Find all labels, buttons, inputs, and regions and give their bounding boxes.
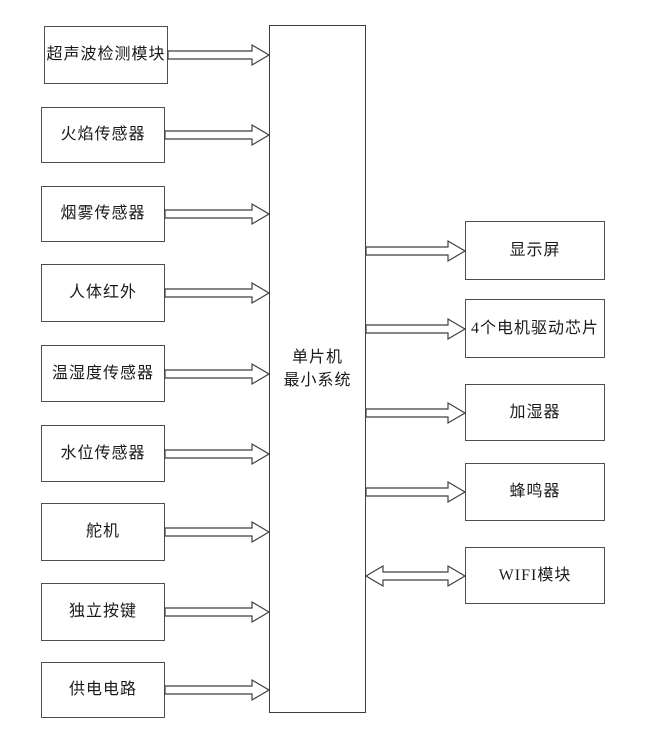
module-box-wifi: WIFI模块 — [465, 547, 605, 604]
module-box-water-level-sensor: 水位传感器 — [41, 425, 165, 482]
module-label: 超声波检测模块 — [46, 46, 166, 64]
module-label: 独立按键 — [68, 603, 137, 621]
module-box-human-infrared: 人体红外 — [41, 264, 165, 322]
module-box-independent-key: 独立按键 — [41, 583, 165, 641]
arrow-water_level-to-mcu — [164, 442, 271, 466]
module-label: 烟雾传感器 — [60, 205, 146, 223]
module-label: 温湿度传感器 — [51, 364, 154, 382]
module-label: 加湿器 — [509, 403, 561, 421]
module-label: 显示屏 — [509, 241, 561, 259]
arrow-mcu-to-motor_driver — [365, 317, 467, 341]
module-box-power-circuit: 供电电路 — [41, 662, 165, 718]
module-label: WIFI模块 — [498, 566, 572, 584]
module-box-display: 显示屏 — [465, 221, 605, 280]
arrow-mcu-to-buzzer — [365, 480, 467, 504]
arrow-smoke_sensor-to-mcu — [164, 202, 271, 226]
module-box-temp-humidity-sensor: 温湿度传感器 — [41, 345, 165, 402]
module-box-flame-sensor: 火焰传感器 — [41, 107, 165, 163]
mcu-box: 单片机 最小系统 — [269, 25, 366, 713]
module-box-buzzer: 蜂鸣器 — [465, 463, 605, 521]
arrow-temp_humidity-to-mcu — [164, 362, 271, 386]
mcu-label-line: 最小系统 — [283, 372, 352, 389]
arrow-ultrasonic-to-mcu — [167, 43, 271, 67]
module-box-motor-driver: 4个电机驱动芯片 — [465, 299, 605, 358]
arrow-power_circuit-to-mcu — [164, 678, 271, 702]
module-box-humidifier: 加湿器 — [465, 384, 605, 441]
module-label: 火焰传感器 — [60, 126, 146, 144]
arrow-mcu-to-wifi — [364, 564, 467, 588]
module-box-servo: 舵机 — [41, 503, 165, 561]
module-box-smoke-sensor: 烟雾传感器 — [41, 186, 165, 242]
arrow-mcu-to-display — [365, 239, 467, 263]
arrow-human_infrared-to-mcu — [164, 281, 271, 305]
arrow-independent_key-to-mcu — [164, 600, 271, 624]
module-label: 人体红外 — [68, 284, 137, 302]
module-box-ultrasonic: 超声波检测模块 — [44, 26, 168, 84]
arrow-mcu-to-humidifier — [365, 401, 467, 425]
module-label: 蜂鸣器 — [509, 483, 561, 501]
arrow-flame_sensor-to-mcu — [164, 123, 271, 147]
module-label: 水位传感器 — [60, 444, 146, 462]
module-label: 4个电机驱动芯片 — [470, 319, 599, 337]
module-label: 供电电路 — [68, 681, 137, 699]
arrow-servo-to-mcu — [164, 520, 271, 544]
module-label: 舵机 — [85, 523, 120, 541]
mcu-label-line: 单片机 — [291, 349, 343, 366]
